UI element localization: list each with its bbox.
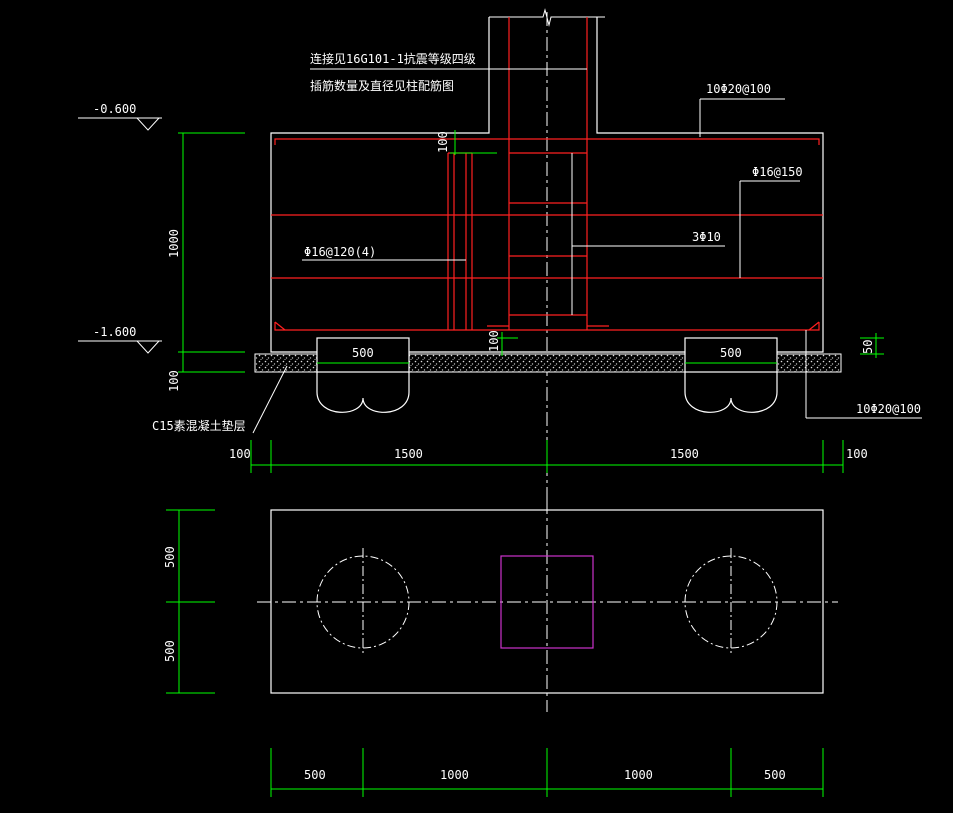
plan-height-top: 500: [163, 546, 177, 568]
rebar-bottom-label: 10Φ20@100: [856, 402, 921, 416]
cover-top-dimension: [450, 130, 497, 155]
plan-dim-2: 1000: [440, 768, 469, 782]
rebar-stirrup-label: Φ16@120(4): [304, 245, 376, 259]
section-view: 500 500: [78, 8, 922, 500]
section-dim-left-half: 1500: [394, 447, 423, 461]
depth-dimension: [178, 132, 245, 373]
pile-width-left: 500: [352, 346, 374, 360]
embed-dim: 100: [487, 330, 501, 352]
embed-dimension: [497, 332, 518, 356]
right-gap-dim: 50: [861, 340, 875, 354]
plan-column: [500, 555, 594, 649]
plan-height-bottom: 500: [163, 640, 177, 662]
elevation-bottom-label: -1.600: [93, 325, 136, 339]
plan-dim-3: 1000: [624, 768, 653, 782]
plan-view: 500 500 500 1000 1000 500: [163, 500, 838, 797]
section-horizontal-dims: [250, 440, 844, 473]
pile-right: [684, 337, 778, 413]
footing-outline: [270, 17, 824, 353]
plan-horizontal-dims: [270, 748, 824, 797]
rebar-top-label: 10Φ20@100: [706, 82, 771, 96]
plan-dim-4: 500: [764, 768, 786, 782]
note-connection-2: 插筋数量及直径见柱配筋图: [310, 78, 454, 93]
section-dim-right-half: 1500: [670, 447, 699, 461]
rebar-ties-label: 3Φ10: [692, 230, 721, 244]
pile-width-right: 500: [720, 346, 742, 360]
cover-top-dim: 100: [436, 131, 450, 153]
note-connection-1: 连接见16G101-1抗震等级四级: [310, 51, 476, 66]
plan-pile-left: [316, 555, 410, 649]
plan-outline: [270, 509, 824, 694]
pile-left: [316, 337, 410, 413]
break-symbol: [538, 8, 556, 27]
elevation-top: [78, 117, 162, 131]
plan-dim-1: 500: [304, 768, 326, 782]
right-gap-dimension: [860, 333, 884, 358]
rebar-side-label: Φ16@150: [752, 165, 803, 179]
cushion-label: C15素混凝土垫层: [152, 418, 246, 433]
cushion-dim: 100: [167, 370, 181, 392]
depth-dim: 1000: [167, 229, 181, 258]
plan-vertical-dims: [166, 509, 215, 694]
section-dim-right-edge: 100: [846, 447, 868, 461]
section-dim-left-edge: 100: [229, 447, 251, 461]
elevation-top-label: -0.600: [93, 102, 136, 116]
leaders: [252, 68, 922, 434]
plan-pile-right: [684, 555, 778, 649]
elevation-bottom: [78, 340, 162, 354]
